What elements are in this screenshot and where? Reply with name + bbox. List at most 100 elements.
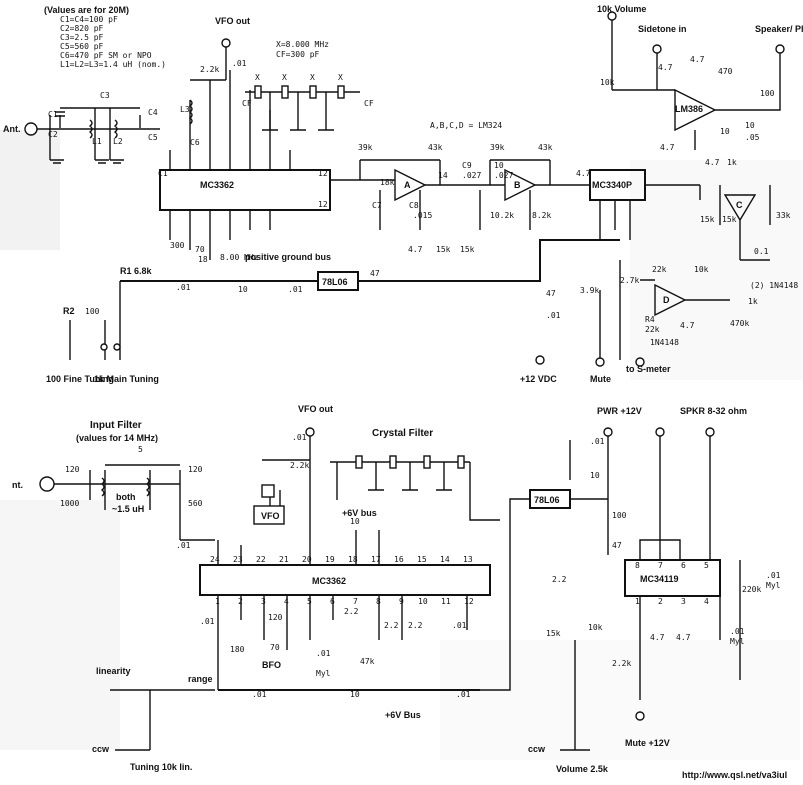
component-label: 22k <box>652 265 667 274</box>
circuit-wire <box>55 111 65 117</box>
circuit-wire <box>599 184 700 240</box>
component-label: 2.2k <box>200 65 219 74</box>
xtal-note-2: CF=300 pF <box>276 50 320 59</box>
component-label: 18 <box>348 555 358 564</box>
mute-label-bottom: Mute +12V <box>625 738 670 748</box>
component-label: C5 <box>148 133 158 142</box>
component-label: 10 <box>350 517 360 526</box>
component-label: C9 <box>462 161 472 170</box>
component-label: C3 <box>100 91 110 100</box>
component-label: L2 <box>113 137 123 146</box>
source-url: http://www.qsl.net/va3iul <box>682 770 787 780</box>
component-label: 10 <box>745 121 755 130</box>
component-label: 100 <box>612 511 627 520</box>
positive-bus-label: positive ground bus <box>245 252 331 262</box>
regulator-78l06-label-bottom: 78L06 <box>534 495 560 505</box>
component-label: .05 <box>745 133 760 142</box>
range-label: range <box>188 674 213 684</box>
component-label: Myl <box>730 637 745 646</box>
component-label: 4.7 <box>658 63 673 72</box>
component-label: X <box>282 73 287 82</box>
circuit-wire <box>190 47 227 81</box>
circuit-wire <box>599 260 730 360</box>
ant-label: Ant. <box>3 124 21 134</box>
component-label: 10.2k <box>490 211 514 220</box>
vfo-crystal-icon <box>261 484 275 498</box>
component-label: C7 <box>372 201 382 210</box>
circuit-wire <box>37 108 160 160</box>
input-filter-subtitle: (values for 14 MHz) <box>76 433 158 443</box>
opamp-a-icon <box>394 168 427 202</box>
component-label: 33k <box>776 211 791 220</box>
r2-label: R2 <box>63 306 75 316</box>
notes-header: (Values are for 20M) <box>44 5 129 15</box>
component-label: 4.7 <box>576 169 591 178</box>
component-label: C <box>736 200 743 210</box>
linearity-label: linearity <box>96 666 131 676</box>
component-label: C1=C4=100 pF <box>60 15 118 24</box>
speaker-label: Speaker/ Phones <box>755 24 803 34</box>
circuit-wire <box>389 455 397 469</box>
component-label: CF <box>364 99 374 108</box>
component-label: 24 <box>210 555 220 564</box>
component-label: 15k <box>436 245 451 254</box>
component-label: 47k <box>360 657 375 666</box>
input-filter-title: Input Filter <box>90 420 142 431</box>
pwr-terminal-icon <box>603 427 613 437</box>
component-label: 20 <box>302 555 312 564</box>
component-label: .01 <box>316 649 331 658</box>
component-label: .01 <box>590 437 605 446</box>
component-label: X <box>255 73 260 82</box>
component-label: 22 <box>256 555 266 564</box>
component-label: 11 <box>441 597 451 606</box>
component-label: 16 <box>394 555 404 564</box>
circuit-wire <box>113 343 121 351</box>
component-label: 1 <box>635 597 640 606</box>
opamp-d-icon <box>654 283 687 317</box>
component-label: R4 <box>645 315 655 324</box>
volume-label-top: 10k Volume <box>597 4 646 14</box>
component-label: 14 <box>440 555 450 564</box>
volume-label-bottom: Volume 2.5k <box>556 764 609 774</box>
component-label: 22k <box>645 325 660 334</box>
component-label: C1 <box>158 169 168 178</box>
component-label: .01 <box>232 59 247 68</box>
component-label: 3 <box>681 597 686 606</box>
component-label: 10k <box>694 265 709 274</box>
component-label: 10k <box>600 78 615 87</box>
vfo-out-terminal-icon <box>221 38 231 48</box>
mc3340p-label: MC3340P <box>592 180 632 190</box>
component-label: 180 <box>230 645 245 654</box>
component-label: 4.7 <box>705 158 720 167</box>
circuit-wire <box>217 595 468 690</box>
lm386-label: LM386 <box>675 104 703 114</box>
vfo-box <box>253 505 285 525</box>
bus6v-label: +6V Bus <box>385 710 421 720</box>
input-coils-icon <box>100 477 150 497</box>
component-label: 7 <box>658 561 663 570</box>
mute-terminal-top-icon <box>595 357 605 367</box>
component-label: .015 <box>413 211 432 220</box>
vfo-out-terminal-bottom-icon <box>305 427 315 437</box>
antenna-jack-bottom-icon <box>39 476 55 492</box>
circuit-wire <box>169 210 271 260</box>
component-label: 3.9k <box>580 286 599 295</box>
vfo-label: VFO <box>261 511 280 521</box>
component-label: 1N4148 <box>650 338 679 347</box>
component-label: 10 <box>494 161 504 170</box>
component-label: 70 <box>195 245 205 254</box>
component-label: 47 <box>612 541 622 550</box>
component-label: 10 <box>238 285 248 294</box>
component-label: 5 <box>138 445 143 454</box>
component-label: 39k <box>490 143 505 152</box>
circuit-wire <box>69 281 121 360</box>
component-label: 6 <box>681 561 686 570</box>
component-label: 560 <box>188 499 203 508</box>
smeter-terminal-icon <box>635 357 645 367</box>
sidetone-label: Sidetone in <box>638 24 687 34</box>
crystal-filter-ladder <box>330 455 500 521</box>
ant-label-bottom: nt. <box>12 480 23 490</box>
opamp-c-icon <box>723 194 757 222</box>
mute-terminal-bottom-icon <box>635 711 645 721</box>
component-label: 8.00 MHz <box>220 253 259 262</box>
